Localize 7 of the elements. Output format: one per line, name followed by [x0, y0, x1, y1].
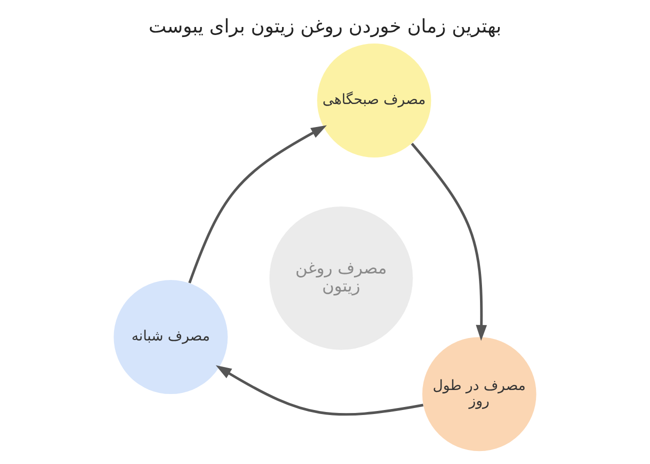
- node-circle: مصرف در طول روز: [422, 337, 536, 452]
- node-circle: مصرف شبانه: [114, 280, 228, 394]
- arrow: [410, 142, 487, 341]
- diagram-title: بهترین زمان خوردن روغن زیتون برای یبوست: [148, 16, 502, 38]
- arrow: [188, 125, 327, 284]
- node-circle: مصرف صبحگاهی: [317, 43, 432, 158]
- arrow: [216, 365, 424, 416]
